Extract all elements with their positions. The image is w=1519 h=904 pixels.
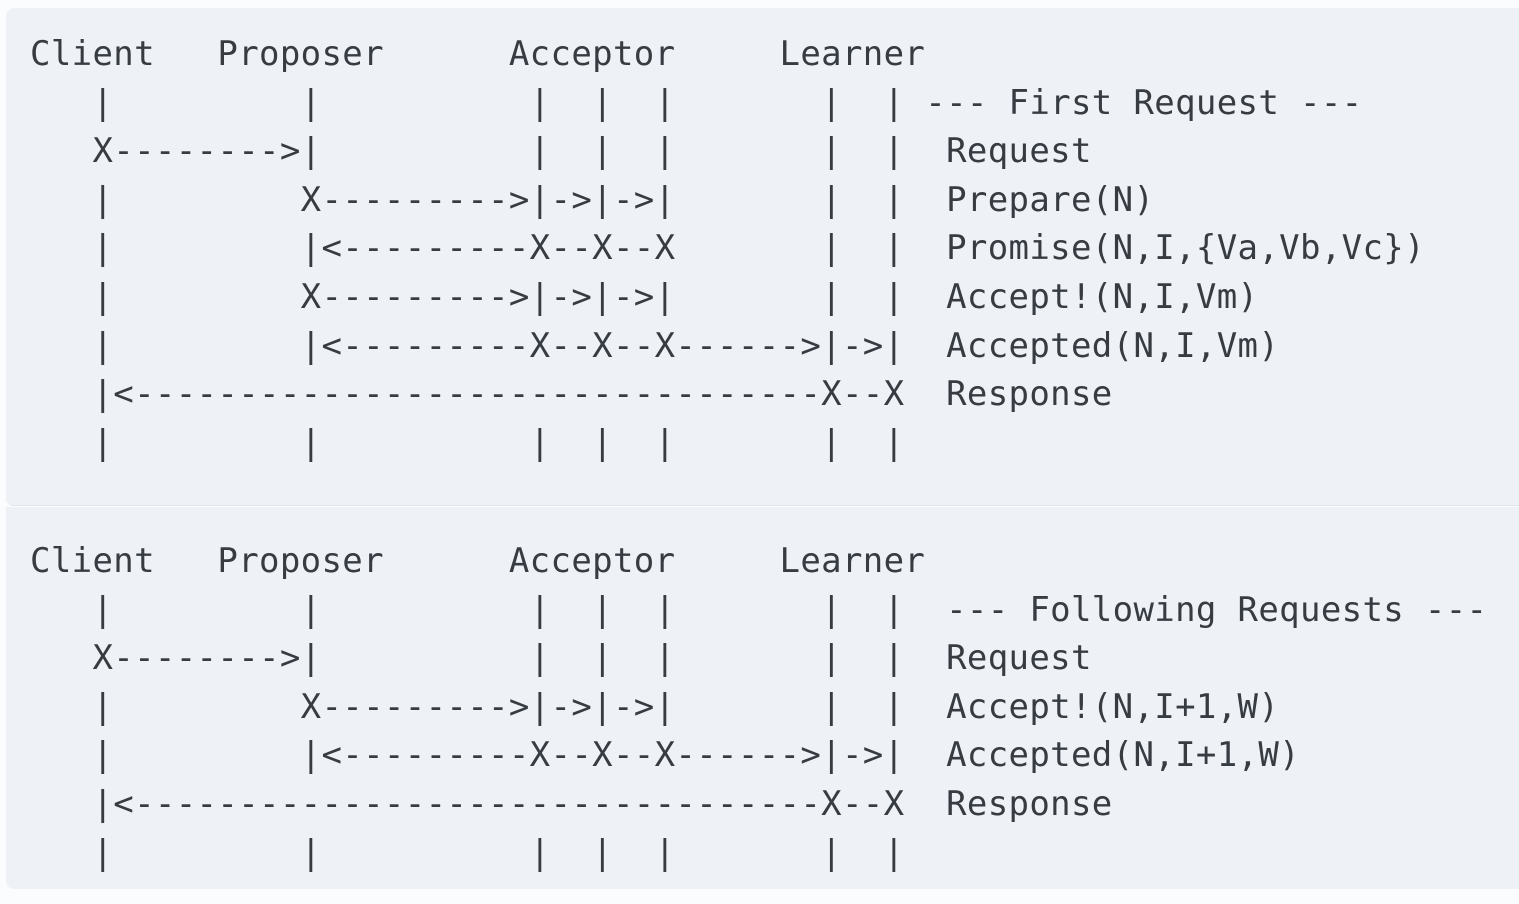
following-requests-sequence-diagram: Client Proposer Acceptor Learner | | | |… [6, 507, 1519, 889]
first-request-sequence-diagram: Client Proposer Acceptor Learner | | | |… [6, 8, 1519, 506]
